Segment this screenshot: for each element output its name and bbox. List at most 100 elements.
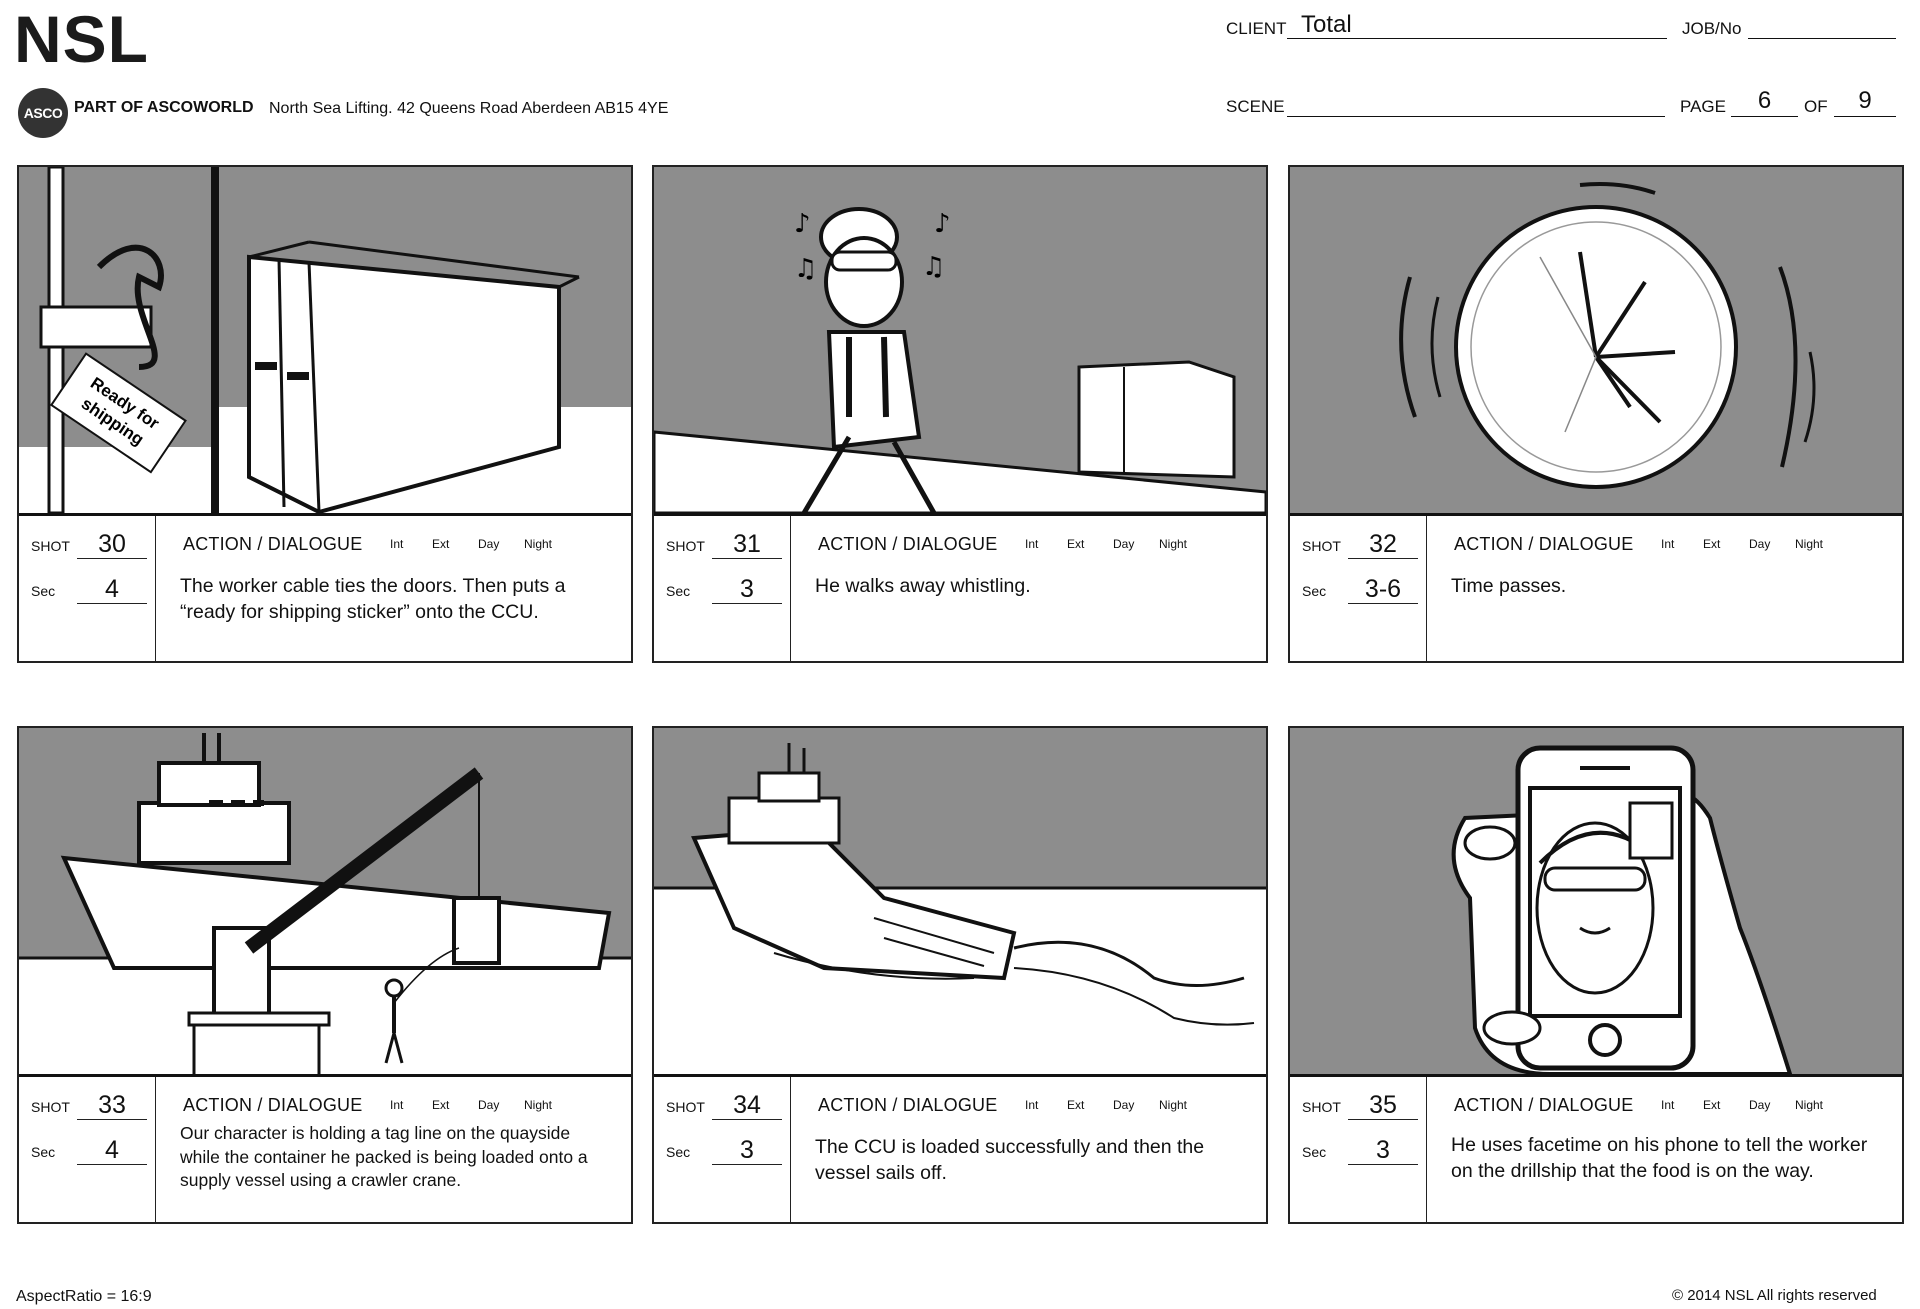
vessel-sailing-sketch-icon <box>654 728 1266 1074</box>
container-door-sketch-icon: Ready for shipping <box>19 167 631 513</box>
action-dialogue-label: ACTION / DIALOGUE <box>183 1095 363 1115</box>
action-description: Time passes. <box>1451 575 1567 597</box>
copyright-notice: © 2014 NSL All rights reserved <box>1672 1287 1877 1304</box>
clock-sketch-icon <box>1290 167 1902 513</box>
svg-text:♪: ♪ <box>794 209 811 239</box>
shot-label: SHOT <box>666 1099 705 1115</box>
scene-label: SCENE <box>1226 97 1285 116</box>
shot-label: SHOT <box>1302 1099 1341 1115</box>
client-label: CLIENT <box>1226 19 1287 38</box>
shot-number: 33 <box>77 1091 147 1120</box>
of-label: OF <box>1804 97 1828 116</box>
ext-label: Ext <box>432 1098 450 1112</box>
frame-illustration-30: Ready for shipping <box>19 167 631 516</box>
sec-value: 3-6 <box>1348 575 1418 604</box>
nsl-logo: NSL <box>14 2 149 76</box>
frame-illustration-31: ♪ ♪ ♫ ♫ <box>654 167 1266 516</box>
ext-label: Ext <box>1703 537 1721 551</box>
action-description: The CCU is loaded successfully and then … <box>815 1136 1205 1184</box>
sec-label: Sec <box>1302 583 1327 599</box>
shot-number: 34 <box>712 1091 782 1120</box>
day-label: Day <box>1113 537 1135 551</box>
sec-value: 4 <box>77 575 147 604</box>
night-label: Night <box>524 537 553 551</box>
shot-label: SHOT <box>666 538 705 554</box>
shot-number: 30 <box>77 530 147 559</box>
sec-value: 3 <box>712 575 782 604</box>
action-dialogue-label: ACTION / DIALOGUE <box>183 534 363 554</box>
night-label: Night <box>1795 537 1824 551</box>
svg-text:♫: ♫ <box>922 252 945 282</box>
page-value: 6 <box>1757 87 1772 114</box>
action-dialogue-label: ACTION / DIALOGUE <box>818 1095 998 1115</box>
scene-field <box>1287 92 1665 117</box>
svg-text:♫: ♫ <box>794 254 817 284</box>
page-field: 6 <box>1731 86 1798 117</box>
int-label: Int <box>1661 537 1675 551</box>
shot-number: 35 <box>1348 1091 1418 1120</box>
day-label: Day <box>1749 537 1771 551</box>
frame-illustration-35 <box>1290 728 1902 1077</box>
info-divider <box>1426 1077 1427 1222</box>
night-label: Night <box>1159 537 1188 551</box>
action-dialogue-label: ACTION / DIALOGUE <box>1454 1095 1634 1115</box>
int-label: Int <box>1661 1098 1675 1112</box>
frame-illustration-32 <box>1290 167 1902 516</box>
shot-label: SHOT <box>31 538 70 554</box>
storyboard-frame-32: SHOT 32 Sec 3-6 ACTION / DIALOGUE Int Ex… <box>1288 165 1904 663</box>
storyboard-frame-30: Ready for shipping SHOT 30 Sec 4 ACTION … <box>17 165 633 663</box>
whistling-worker-sketch-icon: ♪ ♪ ♫ ♫ <box>654 167 1266 513</box>
info-divider <box>790 1077 791 1222</box>
ext-label: Ext <box>1067 1098 1085 1112</box>
shot-label: SHOT <box>1302 538 1341 554</box>
day-label: Day <box>478 1098 500 1112</box>
shot-number: 31 <box>712 530 782 559</box>
int-label: Int <box>1025 537 1039 551</box>
job-label: JOB/No <box>1682 19 1742 38</box>
sec-label: Sec <box>1302 1144 1327 1160</box>
sec-value: 3 <box>712 1136 782 1165</box>
info-divider <box>790 516 791 661</box>
ext-label: Ext <box>1703 1098 1721 1112</box>
storyboard-frame-31: ♪ ♪ ♫ ♫ SHOT 31 Sec 3 ACTION / DIALOGUE … <box>652 165 1268 663</box>
info-divider <box>155 1077 156 1222</box>
frame-illustration-34 <box>654 728 1266 1077</box>
night-label: Night <box>524 1098 553 1112</box>
asco-badge-icon: ASCO <box>18 88 68 138</box>
action-dialogue-label: ACTION / DIALOGUE <box>1454 534 1634 554</box>
phone-facetime-sketch-icon <box>1290 728 1902 1074</box>
of-value: 9 <box>1858 87 1872 114</box>
group-name: PART OF ASCOWORLD <box>74 99 254 116</box>
aspect-ratio-note: AspectRatio = 16:9 <box>16 1288 152 1305</box>
ext-label: Ext <box>432 537 450 551</box>
day-label: Day <box>478 537 500 551</box>
of-field: 9 <box>1834 86 1896 117</box>
int-label: Int <box>390 1098 404 1112</box>
sec-label: Sec <box>666 1144 691 1160</box>
day-label: Day <box>1113 1098 1135 1112</box>
action-description: Our character is holding a tag line on t… <box>180 1123 588 1190</box>
action-dialogue-label: ACTION / DIALOGUE <box>818 534 998 554</box>
info-divider <box>1426 516 1427 661</box>
info-divider <box>155 516 156 661</box>
page-label: PAGE <box>1680 97 1726 116</box>
day-label: Day <box>1749 1098 1771 1112</box>
job-field <box>1748 14 1896 39</box>
int-label: Int <box>1025 1098 1039 1112</box>
storyboard-frame-33: SHOT 33 Sec 4 ACTION / DIALOGUE Int Ext … <box>17 726 633 1224</box>
ext-label: Ext <box>1067 537 1085 551</box>
sec-label: Sec <box>666 583 691 599</box>
shot-number: 32 <box>1348 530 1418 559</box>
storyboard-frame-34: SHOT 34 Sec 3 ACTION / DIALOGUE Int Ext … <box>652 726 1268 1224</box>
action-description: He uses facetime on his phone to tell th… <box>1451 1134 1868 1182</box>
sec-value: 4 <box>77 1136 147 1165</box>
storyboard-frame-35: SHOT 35 Sec 3 ACTION / DIALOGUE Int Ext … <box>1288 726 1904 1224</box>
night-label: Night <box>1159 1098 1188 1112</box>
crane-loading-sketch-icon <box>19 728 631 1074</box>
sec-value: 3 <box>1348 1136 1418 1165</box>
svg-text:♪: ♪ <box>934 209 951 239</box>
action-description: The worker cable ties the doors. Then pu… <box>180 575 566 623</box>
client-value: Total <box>1301 11 1352 38</box>
sec-label: Sec <box>31 583 56 599</box>
shot-label: SHOT <box>31 1099 70 1115</box>
